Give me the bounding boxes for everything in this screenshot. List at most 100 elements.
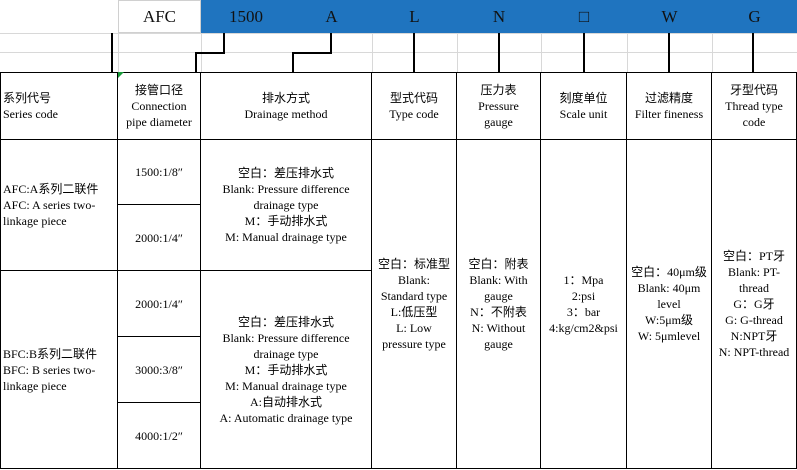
thread-line: N:NPT牙 [730, 329, 778, 343]
series-line: BFC:B系列二联件 [3, 346, 98, 361]
header-gauge-en: gauge [484, 114, 513, 129]
drainage-line: 空白：差压排水式 [237, 314, 334, 329]
header-type-en: Type code [389, 106, 439, 121]
series-code-box [118, 0, 201, 33]
drainage-line: M：手动排水式 [244, 214, 328, 228]
header-drainage-en: Drainage method [244, 106, 328, 121]
connector-type [413, 33, 415, 72]
thread-line: Blank: PT- [728, 265, 780, 279]
connection-cell: 2000:1/4″ [118, 271, 201, 337]
header-series-cn: 系列代号 [3, 90, 52, 105]
header-type: 型式代码 Type code [372, 72, 457, 140]
series-line: linkage piece [3, 214, 67, 228]
drainage-line: M: Manual drainage type [225, 378, 347, 393]
gauge-line: Blank: With [469, 273, 528, 287]
connector-drainage [292, 52, 294, 72]
series-bfc: BFC:B系列二联件 BFC: B series two- linkage pi… [0, 271, 118, 469]
connector-drainage [330, 33, 332, 54]
thread-line: 空白：PT牙 [722, 249, 785, 263]
header-scale-en: Scale unit [559, 106, 608, 121]
header-thread: 牙型代码 Thread type code [712, 72, 797, 140]
scale-line: 3：bar [566, 305, 601, 319]
type-code-line: Standard type [380, 289, 448, 303]
header-thread-en: Thread type [725, 98, 783, 113]
gauge-cell: 空白：附表 Blank: With gauge N：不附表 N: Without… [457, 140, 541, 469]
code-series: AFC [142, 6, 177, 26]
header-drainage: 排水方式 Drainage method [201, 72, 372, 140]
header-filter-cn: 过滤精度 [644, 90, 693, 105]
grid-line [201, 0, 202, 72]
header-scale-cn: 刻度单位 [559, 90, 608, 105]
code-filter: W [661, 6, 678, 26]
code-type: L [409, 6, 420, 26]
scale-unit-cell: 1：Mpa 2:psi 3：bar 4:kg/cm2&psi [541, 140, 627, 469]
grid-line [0, 52, 797, 53]
connection-cell: 1500:1/8″ [118, 140, 201, 205]
header-series-en: Series code [3, 106, 58, 121]
header-connection: 接管口径 Connection pipe diameter [118, 72, 201, 140]
series-line: BFC: B series two- [3, 362, 96, 377]
gauge-line: gauge [484, 337, 513, 351]
thread-line: G: G-thread [725, 313, 783, 327]
header-filter-en: Filter fineness [634, 106, 704, 121]
header-connection-en: Connection [131, 98, 187, 113]
code-connection: 1500 [229, 6, 263, 26]
filter-line: W:5μm级 [645, 313, 693, 327]
header-scale: 刻度单位 Scale unit [541, 72, 627, 140]
connector-connection [195, 52, 197, 72]
scale-line: 4:kg/cm2&psi [549, 321, 618, 335]
drainage-line: Blank: Pressure difference [222, 330, 350, 345]
connection-cell: 3000:3/8″ [118, 337, 201, 403]
header-type-cn: 型式代码 [389, 90, 438, 105]
gauge-line: N: Without [471, 321, 526, 335]
connector-series [111, 33, 113, 72]
header-connection-en: pipe diameter [126, 114, 192, 129]
grid-line [627, 0, 628, 72]
connector-filter [668, 33, 670, 72]
filter-line: 空白：40μm级 [631, 265, 707, 279]
grid-line [541, 0, 542, 72]
drainage-line: A: Automatic drainage type [219, 410, 353, 425]
connector-thread [752, 33, 754, 72]
type-code-line: pressure type [382, 337, 446, 351]
code-bar-highlight [201, 0, 797, 33]
cell-marker [118, 72, 124, 78]
header-gauge-cn: 压力表 [480, 82, 517, 97]
table-top-border [0, 72, 797, 73]
filter-line: W: 5μmlevel [637, 329, 701, 343]
drainage-line: M: Manual drainage type [225, 230, 347, 244]
connection-cell: 2000:1/4″ [118, 205, 201, 271]
thread-line: G：G牙 [733, 297, 775, 311]
connector-connection [223, 33, 225, 54]
series-line: AFC:A系列二联件 [3, 182, 99, 196]
series-line: linkage piece [3, 378, 67, 393]
grid-line [118, 0, 119, 72]
filter-line: Blank: 40μm [637, 281, 701, 295]
header-connection-cn: 接管口径 [134, 82, 183, 97]
code-scale: □ [578, 6, 590, 26]
connector-connection [195, 52, 225, 54]
connection-value: 1500:1/8″ [135, 165, 183, 179]
connection-value: 3000:3/8″ [135, 362, 183, 377]
connection-cell: 4000:1/2″ [118, 403, 201, 469]
grid-line [457, 0, 458, 72]
grid-line [712, 0, 713, 72]
gauge-line: 空白：附表 [468, 257, 529, 271]
type-code-line: 空白：标准型 [377, 257, 450, 271]
header-thread-en: code [742, 114, 766, 129]
drainage-afc: 空白：差压排水式 Blank: Pressure difference drai… [201, 140, 372, 271]
connection-value: 2000:1/4″ [135, 230, 183, 245]
type-code-line: Blank: [398, 273, 430, 287]
type-code-cell: 空白：标准型 Blank: Standard type L:低压型 L: Low… [372, 140, 457, 469]
header-filter: 过滤精度 Filter fineness [627, 72, 712, 140]
grid-line [0, 33, 797, 34]
connection-value: 2000:1/4″ [135, 296, 183, 311]
scale-line: 1：Mpa [563, 273, 604, 287]
header-gauge-en: Pressure [478, 98, 519, 113]
filter-fineness-cell: 空白：40μm级 Blank: 40μm level W:5μm级 W: 5μm… [627, 140, 712, 469]
scale-line: 2:psi [571, 289, 596, 303]
series-line: AFC: A series two- [3, 198, 96, 212]
grid-line [372, 0, 373, 72]
type-code-line: L:低压型 [390, 305, 438, 319]
